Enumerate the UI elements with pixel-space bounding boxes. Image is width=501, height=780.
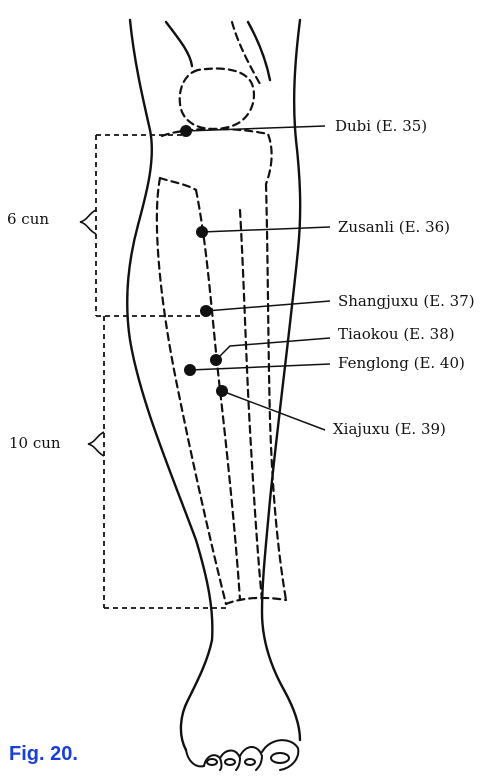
- knee-edge: [248, 22, 270, 80]
- label-dubi: Dubi (E. 35): [335, 119, 427, 134]
- foot: [186, 740, 298, 770]
- brace-6-cun: [80, 210, 96, 234]
- leader-fenglong: [190, 364, 330, 370]
- scale-label-10-cun: 10 cun: [9, 436, 61, 451]
- label-shangjuxu: Shangjuxu (E. 37): [338, 294, 475, 309]
- label-zusanli: Zusanli (E. 36): [338, 220, 450, 235]
- point-xiajuxu: [216, 385, 228, 397]
- label-xiajuxu: Xiajuxu (E. 39): [333, 422, 446, 437]
- leader-zusanli: [202, 227, 330, 232]
- point-dubi: [180, 125, 192, 137]
- cun-braces: [80, 210, 104, 456]
- tibia-top-dashed: [160, 178, 196, 190]
- point-zusanli: [196, 226, 208, 238]
- label-tiaokou: Tiaokou (E. 38): [338, 327, 455, 342]
- tibia-plateau-dashed: [162, 129, 272, 184]
- figure-caption: Fig. 20.: [9, 744, 78, 764]
- leader-tiaokou: [216, 338, 330, 360]
- patella-dashed: [180, 69, 254, 130]
- label-fenglong: Fenglong (E. 40): [338, 356, 465, 371]
- point-tiaokou: [210, 354, 222, 366]
- brace-10-cun: [88, 432, 104, 456]
- scale-label-6-cun: 6 cun: [7, 212, 49, 227]
- bone-outlines: [157, 22, 286, 604]
- leader-dubi: [186, 126, 325, 131]
- point-shangjuxu: [200, 305, 212, 317]
- ankle-dashed: [226, 598, 286, 604]
- leader-xiajuxu: [222, 391, 325, 430]
- point-fenglong: [184, 364, 196, 376]
- kneecap-outline: [166, 22, 192, 66]
- femur-lateral-dashed: [232, 22, 260, 84]
- tibia-medial-dashed: [157, 178, 226, 604]
